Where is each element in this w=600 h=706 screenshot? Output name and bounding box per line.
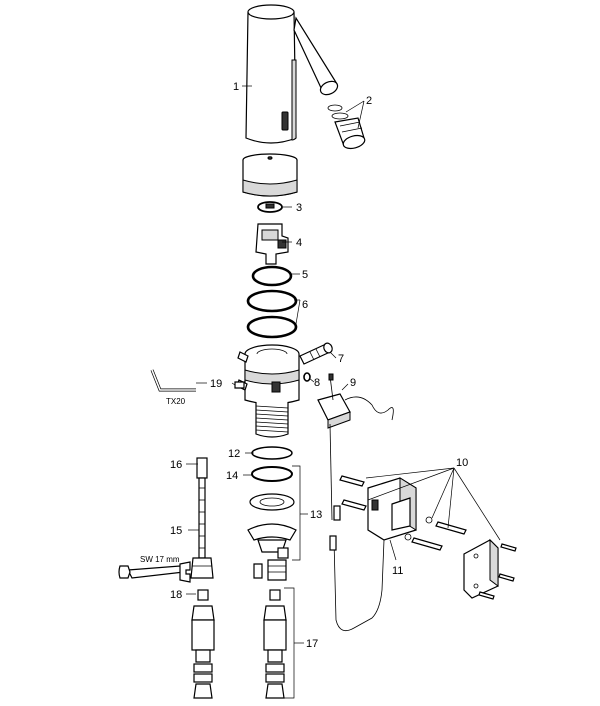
- fixing-screws: [339, 475, 517, 600]
- aerator: [327, 104, 366, 150]
- callout-9: 9: [350, 377, 356, 389]
- callout-3: 3: [296, 202, 302, 214]
- mounting-base: [236, 344, 300, 438]
- callout-12: 12: [228, 448, 240, 460]
- callout-19: 19: [210, 378, 222, 390]
- callout-10: 10: [456, 457, 468, 469]
- wrench-label: SW 17 mm: [140, 555, 180, 564]
- callout-6: 6: [302, 299, 308, 311]
- callout-1: 1: [233, 81, 239, 93]
- callout-7: 7: [338, 353, 344, 365]
- check-valve-left: [191, 605, 215, 699]
- callout-8: 8: [314, 377, 320, 389]
- callout-5: 5: [302, 269, 308, 281]
- callout-11: 11: [392, 565, 403, 577]
- hose-connector-right: [267, 559, 287, 581]
- solenoid-valve: [255, 223, 289, 265]
- small-screw: [253, 563, 263, 579]
- flex-hose: [190, 457, 214, 579]
- o-ring-5: [251, 265, 293, 287]
- callout-2: 2: [366, 95, 372, 107]
- callout-14: 14: [226, 470, 238, 482]
- wrench-tool: [118, 561, 191, 583]
- callout-13: 13: [310, 509, 322, 521]
- o-ring-6a: [246, 289, 298, 313]
- cartridge-cap: [242, 153, 298, 197]
- torx-label: TX20: [166, 397, 186, 406]
- washer-12: [251, 446, 293, 460]
- hose-connector: [299, 342, 333, 365]
- cable-plug-upper: [333, 505, 341, 521]
- battery-box: [367, 477, 417, 541]
- small-seal: [303, 372, 311, 382]
- leader-lines: [186, 85, 501, 699]
- faucet-body: [245, 4, 339, 144]
- callout-17: 17: [306, 638, 318, 650]
- torx-key-tool: [150, 369, 196, 392]
- callout-15: 15: [170, 525, 182, 537]
- wall-plate: [463, 538, 499, 599]
- callout-labels: 1 2 3 4 5 6 7 8 9 10 11 12 13 14 15 16 1…: [140, 81, 468, 650]
- sensor-module: [317, 373, 394, 521]
- fixing-set-13: [247, 466, 297, 559]
- check-valve-right: [263, 605, 287, 699]
- o-ring-6b: [246, 315, 298, 339]
- callout-4: 4: [296, 237, 302, 249]
- clip-ring: [257, 201, 283, 213]
- sensor-cable: [333, 539, 385, 632]
- nipple-right: [269, 589, 281, 601]
- callout-16: 16: [170, 459, 182, 471]
- callout-18: 18: [170, 589, 182, 601]
- grub-screw-19: [234, 381, 245, 389]
- nipple-left: [197, 589, 209, 601]
- cable-plug-lower: [329, 535, 337, 551]
